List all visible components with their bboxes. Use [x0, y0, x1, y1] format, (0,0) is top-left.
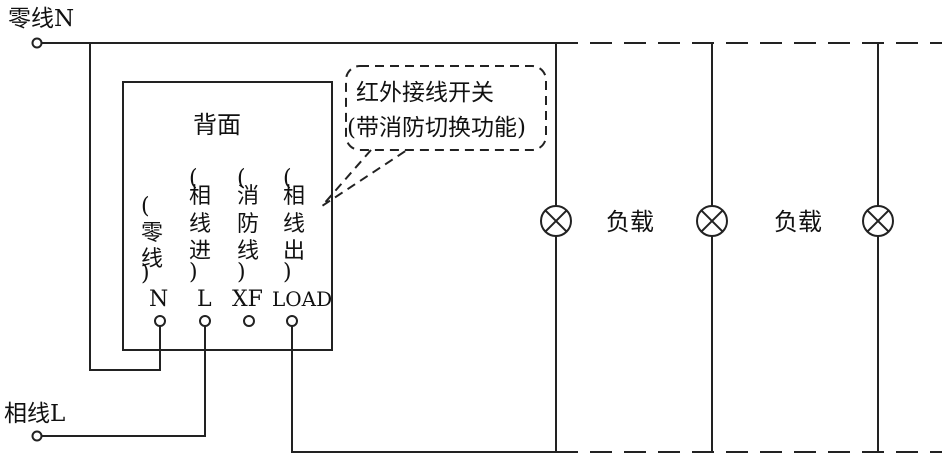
neutral-input-terminal-icon	[31, 37, 43, 49]
terminal-l-char-2: 线	[189, 212, 211, 237]
terminal-n-paren-open: (	[141, 194, 150, 219]
terminal-l-char-1: 相	[189, 184, 211, 209]
terminal-l-group: ( 相 线 进 ) L	[189, 166, 212, 327]
load-label-1: 负载	[606, 208, 654, 236]
terminal-n-group: ( 零 线 ) N	[141, 194, 168, 327]
terminal-xf-group: ( 消 防 线 ) XF	[232, 166, 263, 327]
lamp-cross-circle-icon	[540, 205, 572, 237]
terminal-load-paren-open: (	[283, 166, 292, 191]
neutral-to-n-wire	[89, 43, 161, 371]
lamp-cross-circle-icon	[862, 205, 894, 237]
terminal-n-char-1: 零	[141, 221, 163, 246]
terminal-l-char-3: 进	[189, 239, 211, 264]
terminal-xf-paren-close: )	[237, 260, 246, 285]
neutral-label: 零线N	[8, 6, 74, 32]
terminal-load-char-2: 线	[283, 212, 305, 237]
terminal-n-code: N	[149, 287, 168, 312]
terminal-l-paren-open: (	[189, 166, 198, 191]
terminal-xf-icon	[243, 315, 255, 327]
terminal-load-char-1: 相	[283, 184, 305, 209]
terminal-load-char-3: 出	[283, 239, 305, 264]
terminal-load-code: LOAD	[272, 287, 332, 311]
terminal-xf-char-3: 线	[237, 239, 259, 264]
terminal-n-paren-close: )	[141, 261, 150, 286]
callout-line-2: (带消防切换功能)	[347, 115, 526, 141]
terminal-l-paren-close: )	[189, 260, 198, 285]
phase-to-l-wire	[42, 321, 206, 437]
terminal-xf-paren-open: (	[237, 166, 246, 191]
callout-line-1: 红外接线开关	[356, 80, 494, 106]
terminal-load-paren-close: )	[283, 260, 292, 285]
terminal-load-icon	[286, 315, 298, 327]
terminal-n-char-2: 线	[141, 247, 163, 272]
terminal-n-icon	[154, 315, 166, 327]
load-label-2: 负载	[774, 208, 822, 236]
callout-pointer	[321, 149, 408, 207]
terminal-load-group: ( 相 线 出 ) LOAD	[272, 166, 332, 327]
phase-label: 相线L	[4, 401, 65, 427]
terminal-l-icon	[199, 315, 211, 327]
lamp-cross-circle-icon	[696, 205, 728, 237]
terminal-xf-char-2: 防	[237, 212, 259, 237]
terminal-xf-code: XF	[232, 287, 263, 312]
panel-title: 背面	[193, 111, 241, 139]
phase-input-terminal-icon	[31, 430, 43, 442]
terminal-xf-char-1: 消	[237, 184, 259, 209]
switch-panel	[122, 81, 333, 351]
terminal-l-code: L	[197, 287, 212, 312]
load-output-wire	[291, 321, 556, 453]
